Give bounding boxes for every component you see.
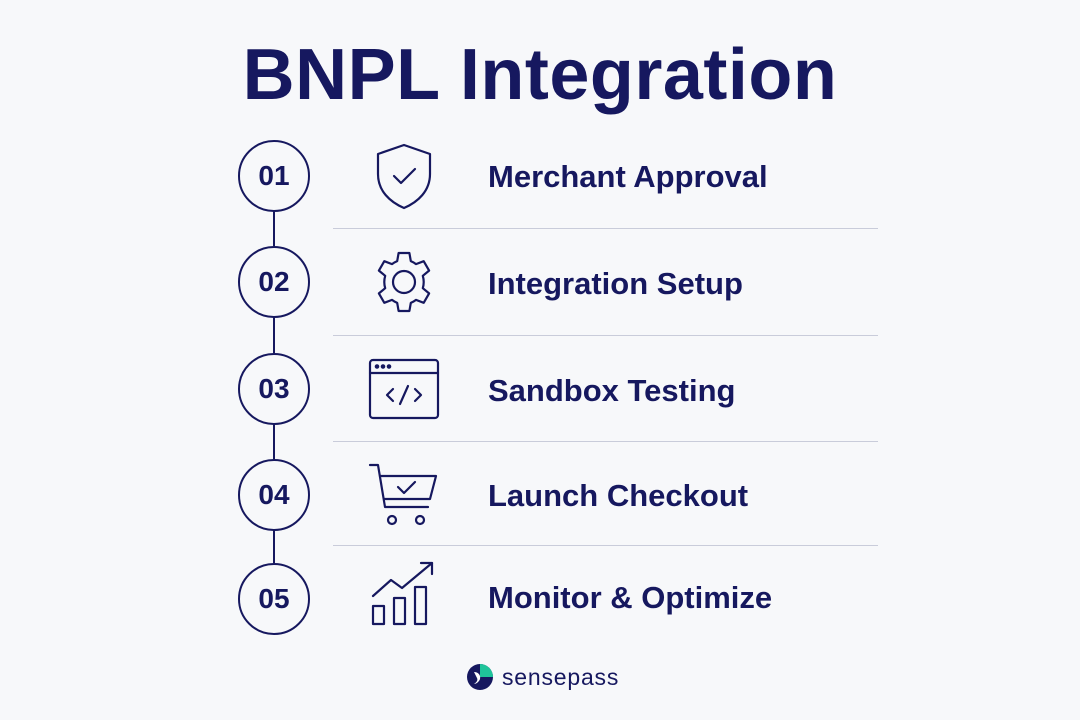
step-label: Merchant Approval xyxy=(488,159,768,194)
step-label: Integration Setup xyxy=(488,266,743,301)
growth-chart-icon xyxy=(364,556,444,636)
step-label: Sandbox Testing xyxy=(488,373,736,408)
step-number-badge: 05 xyxy=(238,563,310,635)
cart-check-icon xyxy=(364,455,444,535)
code-window-icon xyxy=(364,349,444,429)
page-title: BNPL Integration xyxy=(242,35,838,115)
sensepass-logo-icon xyxy=(466,663,494,691)
shield-check-icon xyxy=(364,136,444,216)
step-number-badge: 03 xyxy=(238,353,310,425)
row-divider xyxy=(333,545,878,546)
timeline-connector xyxy=(273,210,275,246)
row-divider xyxy=(333,441,878,442)
brand-footer: sensepass xyxy=(466,662,619,692)
timeline-connector xyxy=(273,423,275,459)
timeline-connector xyxy=(273,316,275,353)
gear-icon xyxy=(364,242,444,322)
brand-name: sensepass xyxy=(502,663,620,690)
row-divider xyxy=(333,228,878,229)
step-label: Monitor & Optimize xyxy=(488,580,773,615)
timeline-connector xyxy=(273,529,275,563)
step-label: Launch Checkout xyxy=(488,478,749,513)
step-number-badge: 04 xyxy=(238,459,310,531)
step-number-badge: 01 xyxy=(238,140,310,212)
step-number-badge: 02 xyxy=(238,246,310,318)
row-divider xyxy=(333,335,878,336)
